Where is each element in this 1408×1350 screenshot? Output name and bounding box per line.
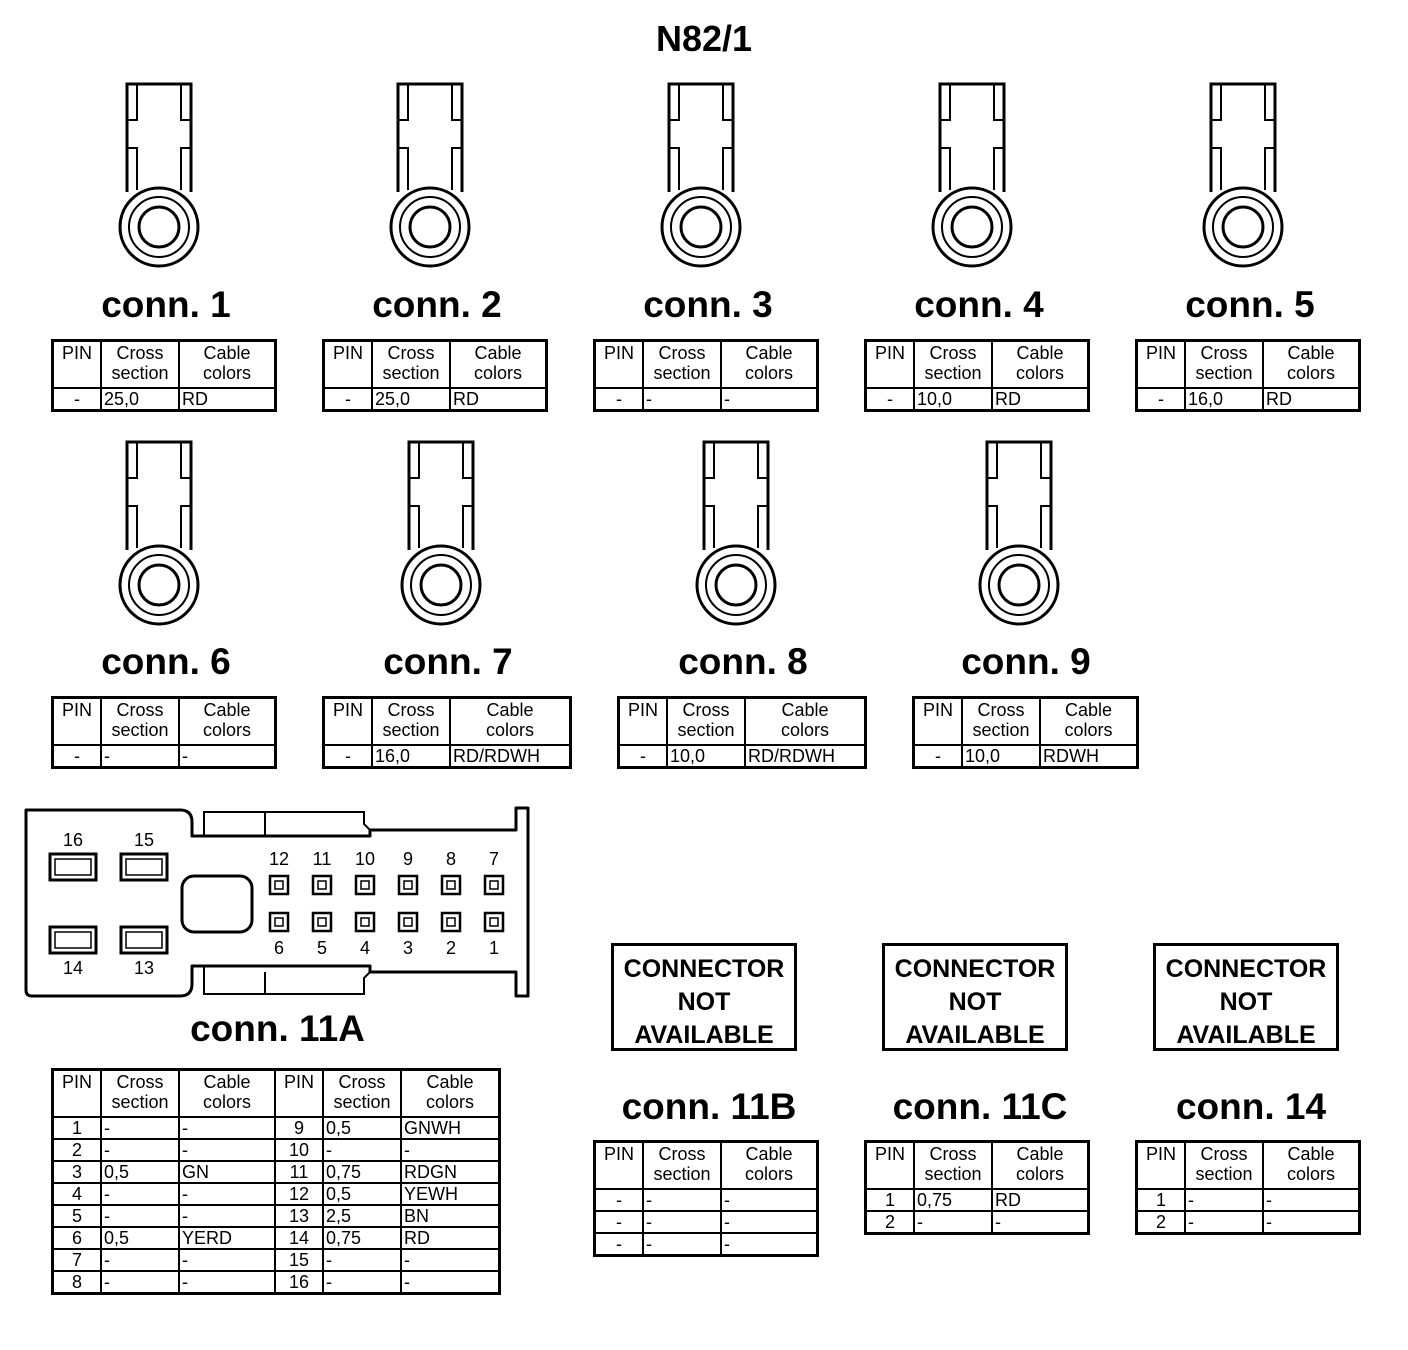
ring-terminal-c1 (118, 82, 200, 268)
conn-7-label: conn. 7 (383, 641, 513, 682)
small-pin (311, 911, 333, 933)
pin-number: 7 (489, 849, 499, 869)
table-row: 7--15-- (51, 1248, 501, 1272)
conn-2-label: conn. 2 (372, 284, 502, 325)
large-pin (48, 852, 98, 882)
conn-11c-label: conn. 11C (892, 1086, 1068, 1127)
large-pin (119, 852, 169, 882)
header-pin: PIN (51, 339, 102, 389)
ring-terminal-c9 (978, 440, 1060, 626)
conn-4-label: conn. 4 (914, 284, 1044, 325)
pin-number: 2 (446, 938, 456, 958)
pin-number: 8 (446, 849, 456, 869)
ring-terminal-c8 (695, 440, 777, 626)
conn-11b-label: conn. 11B (621, 1086, 797, 1127)
table-row: --- (593, 1210, 819, 1234)
large-pin (48, 925, 98, 955)
conn-11a-housing-drawing: 16 15 14 13 12 6 11 5 10 4 9 3 8 2 7 1 (24, 806, 530, 998)
table-row: 2--10-- (51, 1138, 501, 1162)
table-row: --- (593, 1188, 819, 1212)
pin-number: 13 (134, 958, 154, 978)
pin-number: 16 (63, 830, 83, 850)
pin-number: 12 (269, 849, 289, 869)
pin-number: 3 (403, 938, 413, 958)
ring-terminal-c2 (389, 82, 471, 268)
pin-number: 10 (355, 849, 375, 869)
ring-terminal-c7 (400, 440, 482, 626)
pin-number: 11 (313, 849, 332, 869)
small-pin (483, 874, 505, 896)
conn-8-label: conn. 8 (678, 641, 808, 682)
pin-number: 9 (403, 849, 413, 869)
table-row: 2-- (1135, 1210, 1361, 1235)
pin-number: 15 (134, 830, 154, 850)
conn-11a-label: conn. 11A (190, 1008, 365, 1049)
conn-14-label: conn. 14 (1175, 1086, 1327, 1127)
conn-3-label: conn. 3 (643, 284, 773, 325)
conn-1-label: conn. 1 (101, 284, 231, 325)
page-title: N82/1 (655, 18, 753, 59)
small-pin (311, 874, 333, 896)
table-row: 8--16-- (51, 1270, 501, 1295)
pin-number: 14 (63, 958, 83, 978)
small-pin (354, 911, 376, 933)
table-row: 2-- (864, 1210, 1090, 1235)
small-pin (397, 874, 419, 896)
small-pin (440, 874, 462, 896)
table-row: --- (51, 744, 277, 769)
small-pin (440, 911, 462, 933)
small-pin (483, 911, 505, 933)
pin-number: 5 (317, 938, 327, 958)
conn-5-label: conn. 5 (1185, 284, 1315, 325)
conn-6-label: conn. 6 (101, 641, 231, 682)
small-pin (397, 911, 419, 933)
ring-terminal-c4 (931, 82, 1013, 268)
pin-number: 4 (360, 938, 370, 958)
table-row: --- (593, 1232, 819, 1257)
table-row: --- (593, 387, 819, 412)
small-pin (354, 874, 376, 896)
pin-number: 1 (489, 938, 499, 958)
conn-9-label: conn. 9 (961, 641, 1091, 682)
small-pin (268, 911, 290, 933)
ring-terminal-c6 (118, 440, 200, 626)
ring-terminal-c3 (660, 82, 742, 268)
small-pin (268, 874, 290, 896)
large-pin (119, 925, 169, 955)
table-row: 1-- (1135, 1188, 1361, 1212)
pin-number: 6 (274, 938, 284, 958)
ring-terminal-c5 (1202, 82, 1284, 268)
